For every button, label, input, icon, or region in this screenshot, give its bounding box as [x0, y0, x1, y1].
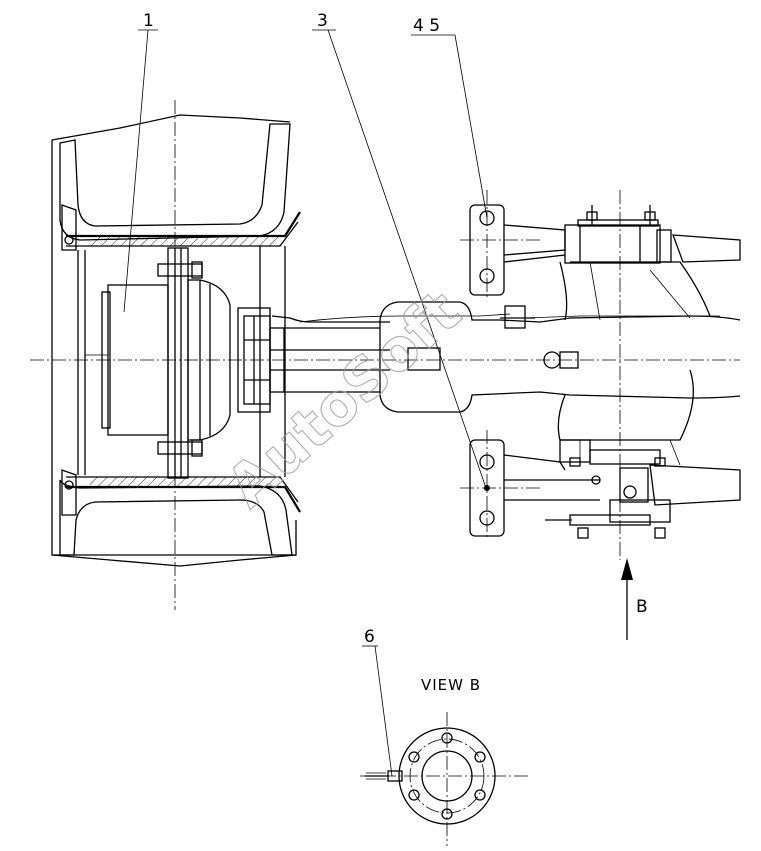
leader-lines: [123, 29, 488, 777]
view-b-flange: VIEW B: [360, 676, 530, 846]
callout-6: 6: [364, 627, 375, 647]
callout-labels: 1 3 4 5 6: [143, 11, 440, 647]
view-label: VIEW B: [421, 676, 481, 694]
watermark: AutoSoft: [214, 277, 474, 520]
lower-spring-seat: [545, 439, 741, 539]
axle-housing: [299, 261, 741, 466]
callout-45: 4 5: [413, 16, 440, 36]
callout-1: 1: [143, 11, 154, 31]
wheel-assembly: [51, 114, 301, 567]
upper-spring-seat: [564, 205, 741, 264]
hub-drum: [101, 247, 390, 479]
callout-3: 3: [317, 11, 328, 31]
arrow-label: B: [636, 597, 648, 617]
view-b-arrow: B: [621, 558, 648, 640]
